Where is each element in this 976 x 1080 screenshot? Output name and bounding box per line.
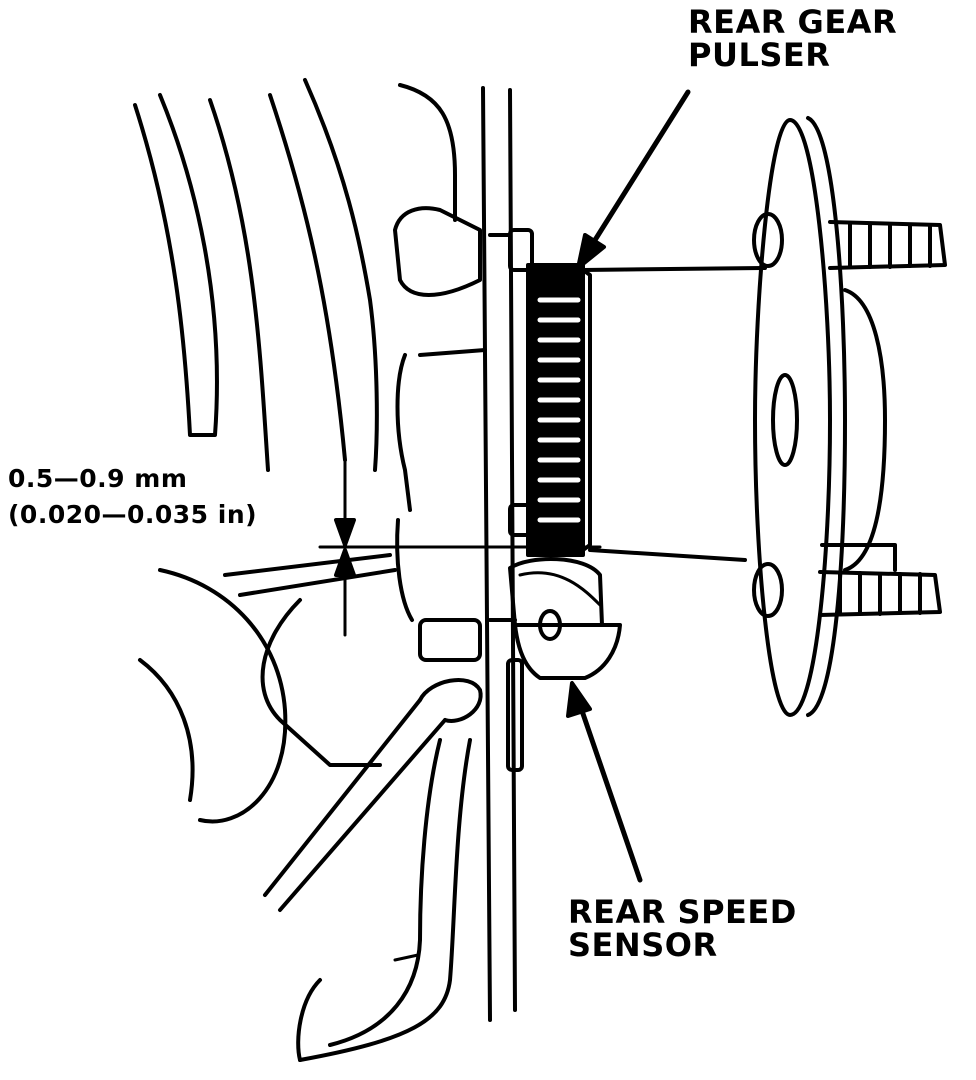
gap-spec-in: (0.020—0.035 in) [8,499,258,529]
gap-spec-mm: 0.5—0.9 mm [8,464,188,493]
gear-pulser-label: REAR GEAR PULSER [688,6,897,71]
sensor-bracket-arm [263,677,483,1062]
gap-spec-label: 0.5—0.9 mm (0.020—0.035 in) [8,466,257,527]
speed-sensor-body [418,556,622,772]
backing-plate [481,86,534,1022]
speed-sensor-label-line-2: SENSOR [568,925,718,964]
speed-sensor-leader [566,681,643,883]
gear-pulser-label-line-2: PULSER [688,35,831,74]
knuckle-outline [393,206,487,622]
speed-sensor-label-line-1: REAR SPEED [568,893,797,931]
speed-sensor-label: REAR SPEED SENSOR [568,896,797,961]
gap-dimension [318,456,602,637]
lower-control-arm [138,553,397,824]
gear-pulser-label-line-1: REAR GEAR [688,3,898,41]
hub-assembly [581,116,947,717]
body-panel-lines [133,78,457,472]
gear-pulser-leader [576,89,691,270]
gear-pulser-teeth [526,263,585,557]
